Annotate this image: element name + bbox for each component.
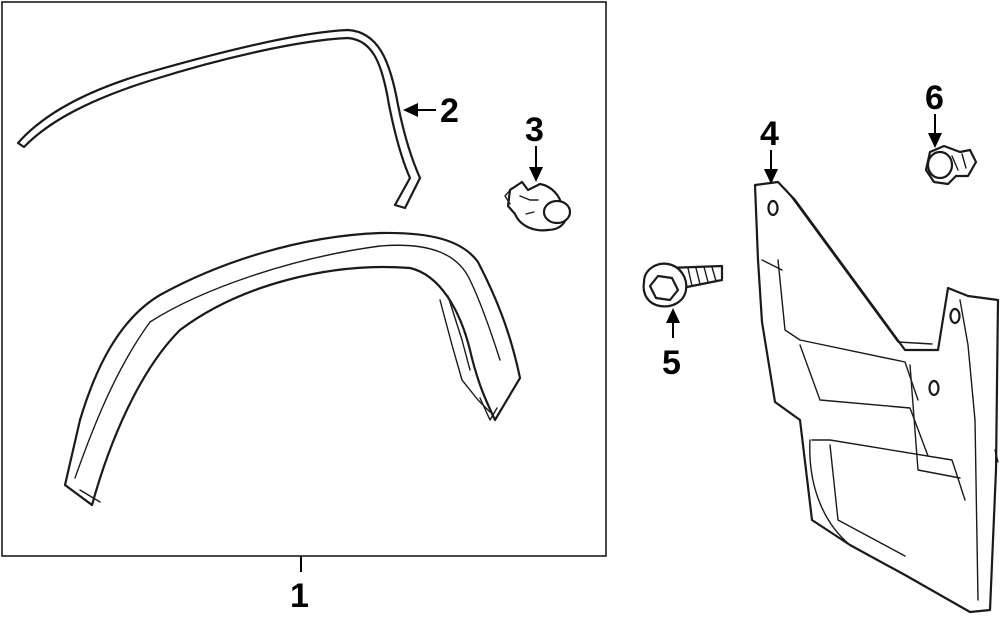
mud-flap-part[interactable] (753, 180, 1000, 614)
assembly-frame (1, 1, 607, 557)
callout-4-label: 4 (760, 115, 779, 153)
callout-3: 3 (525, 111, 544, 182)
molding-strip-part[interactable] (16, 28, 422, 210)
retainer-clip-part[interactable] (504, 180, 572, 232)
callout-6: 6 (925, 79, 944, 148)
flange-bolt-part[interactable] (642, 262, 724, 308)
callout-4: 4 (760, 115, 779, 184)
callout-1: 1 (290, 556, 309, 615)
callout-2-label: 2 (440, 92, 459, 130)
callout-5-label: 5 (662, 344, 681, 382)
callout-6-label: 6 (925, 79, 944, 117)
callout-5: 5 (662, 308, 681, 382)
fender-flare-part[interactable] (63, 231, 522, 507)
callout-2: 2 (403, 92, 459, 130)
callout-3-label: 3 (525, 111, 544, 149)
callout-1-label: 1 (290, 577, 309, 615)
push-retainer-part[interactable] (924, 144, 978, 186)
